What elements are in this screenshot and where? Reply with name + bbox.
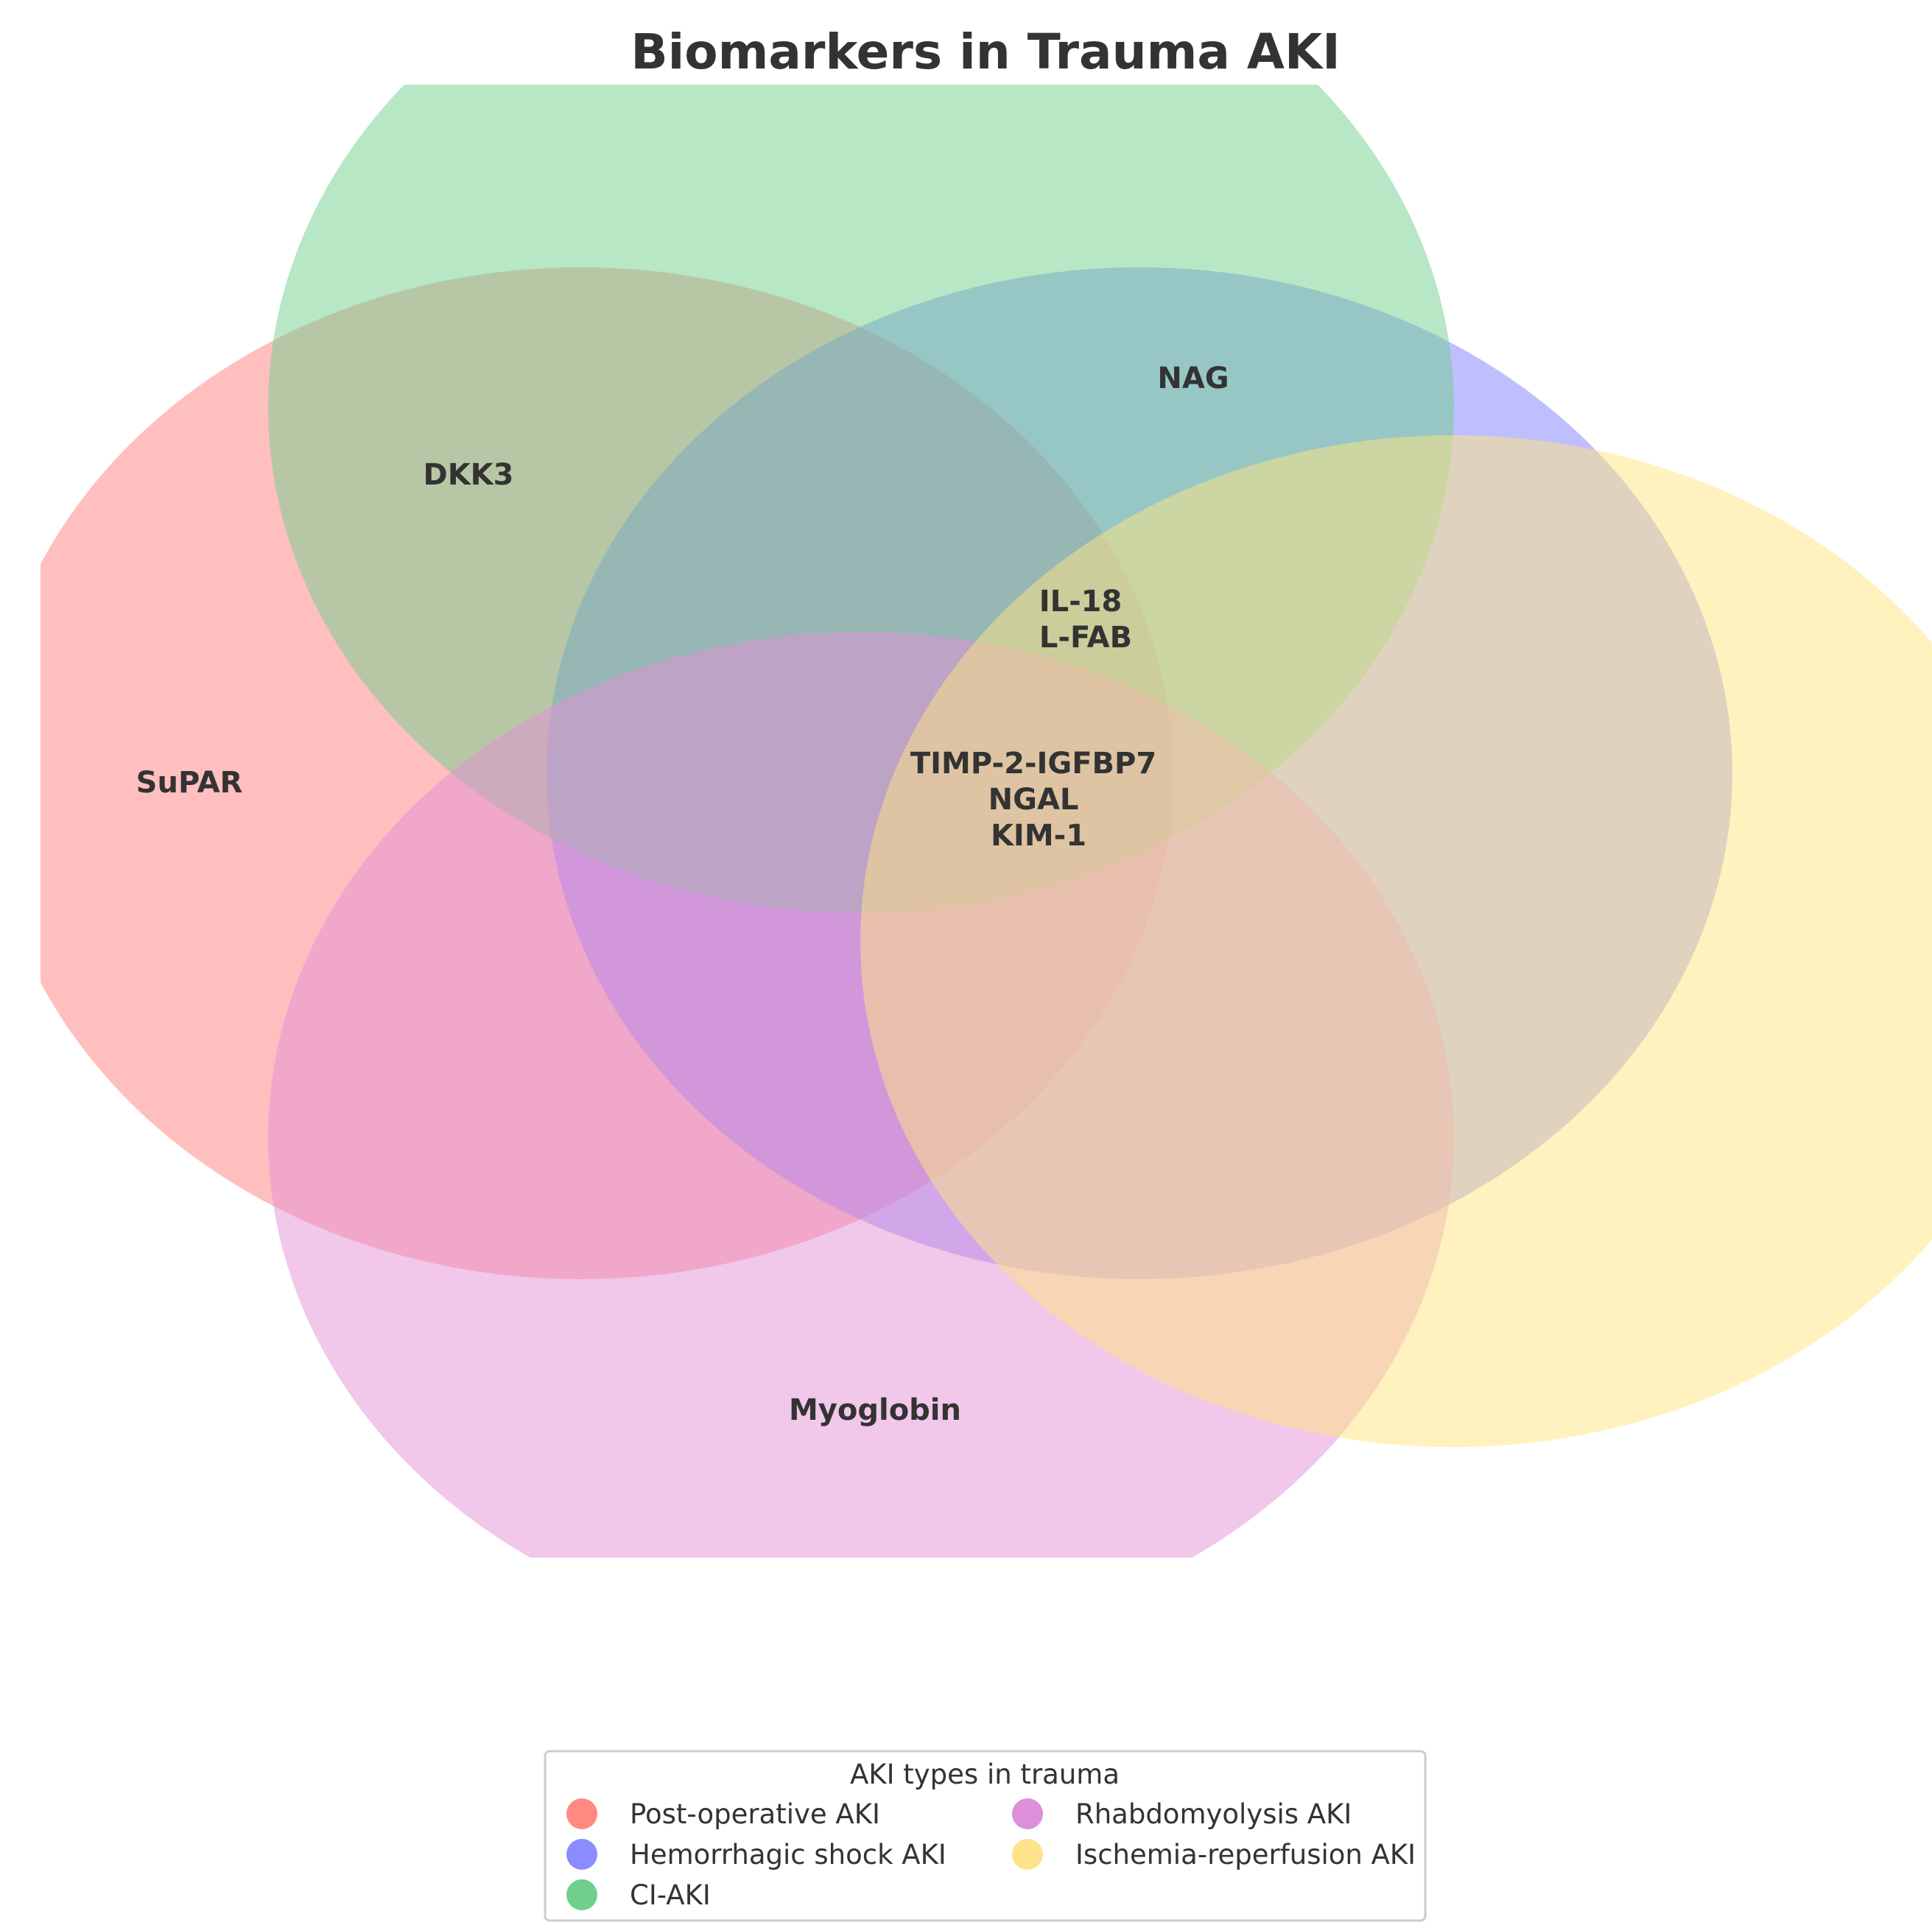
- region-label-supar: SuPAR: [136, 766, 243, 800]
- legend-label-ci-aki: CI-AKI: [630, 1879, 711, 1911]
- region-label-dkk3: DKK3: [423, 458, 513, 492]
- legend-marker-ci-aki: [566, 1879, 597, 1910]
- venn-sets: [41, 85, 1932, 1558]
- region-label-il18-lfab: IL-18 L-FAB: [1039, 585, 1133, 655]
- legend-marker-ischemia-reperfusion-aki: [1012, 1839, 1043, 1870]
- legend-label-hemorrhagic-shock-aki: Hemorrhagic shock AKI: [630, 1839, 946, 1871]
- region-label-core: TIMP-2-IGFBP7 NGAL KIM-1: [910, 747, 1167, 853]
- legend-marker-post-operative-aki: [566, 1798, 597, 1829]
- legend-title: AKI types in trauma: [850, 1759, 1120, 1790]
- legend-label-rhabdomyolysis-aki: Rhabdomyolysis AKI: [1075, 1798, 1352, 1830]
- legend-box: [544, 1750, 1427, 1922]
- diagram-title: Biomarkers in Trauma AKI: [630, 24, 1340, 80]
- legend-label-post-operative-aki: Post-operative AKI: [630, 1798, 880, 1830]
- legend-marker-rhabdomyolysis-aki: [1012, 1798, 1043, 1829]
- set-ischemia-reperfusion-aki: [860, 435, 1932, 1447]
- region-label-myoglobin: Myoglobin: [789, 1393, 961, 1427]
- legend-label-ischemia-reperfusion-aki: Ischemia-reperfusion AKI: [1075, 1839, 1416, 1871]
- region-label-nag: NAG: [1157, 362, 1229, 395]
- legend: AKI types in trauma Post-operative AKI H…: [544, 1750, 1427, 1922]
- region-labels: SuPAR DKK3 NAG IL-18 L-FAB TIMP-2-IGFBP7…: [136, 362, 1229, 1427]
- legend-marker-hemorrhagic-shock-aki: [566, 1839, 597, 1870]
